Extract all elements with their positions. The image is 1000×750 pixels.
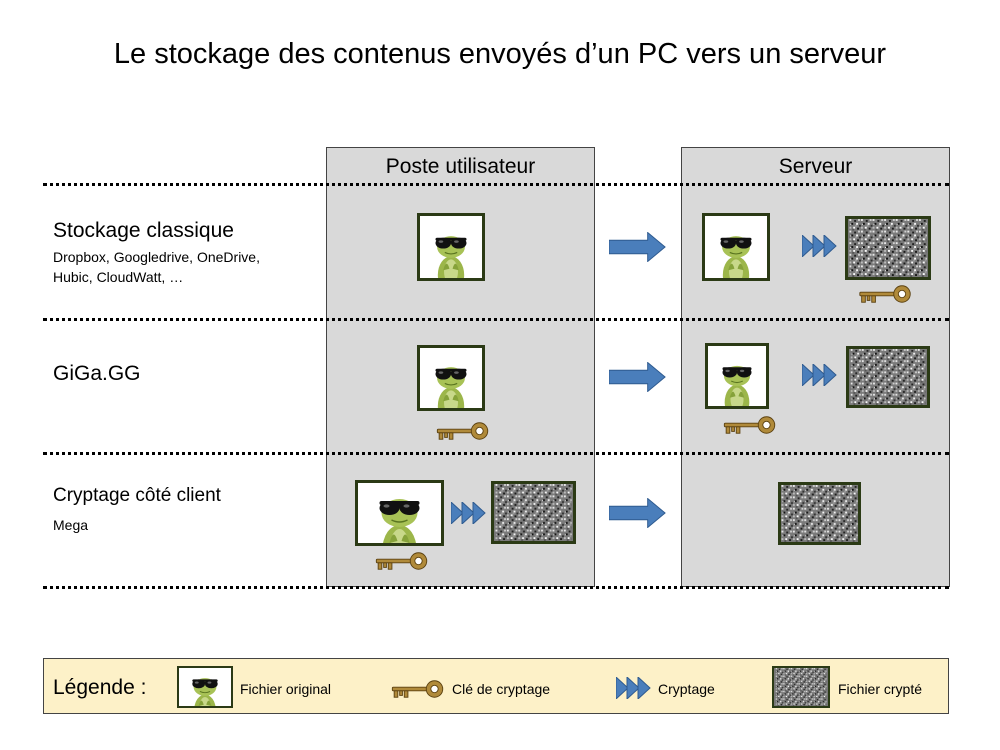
- key-icon: [434, 420, 492, 442]
- row-title-client-side: Cryptage côté client: [53, 485, 221, 506]
- row-subtitle-mega: Mega: [53, 517, 89, 533]
- original-file-icon: [702, 213, 770, 281]
- legend-encryption-label: Cryptage: [658, 681, 715, 697]
- page-title: Le stockage des contenus envoyés d’un PC…: [113, 38, 887, 70]
- row-title-classic: Stockage classique: [53, 219, 234, 242]
- row-subtitle-classic-1: Dropbox, Googledrive, OneDrive,: [53, 249, 260, 265]
- user-column-header: Poste utilisateur: [385, 155, 536, 178]
- encrypted-file-icon: [778, 482, 861, 545]
- server-column-header: Serveur: [778, 155, 853, 178]
- original-file-icon: [705, 343, 769, 409]
- triple-chevron-icon: [451, 502, 487, 524]
- legend-encrypted-file-label: Fichier crypté: [838, 681, 923, 697]
- triple-chevron-icon: [802, 235, 838, 257]
- row-separator: [43, 452, 949, 455]
- legend-key-icon: [389, 678, 447, 700]
- legend-chevron-icon: [616, 677, 652, 699]
- row-separator: [43, 318, 949, 321]
- original-file-icon: [417, 213, 485, 281]
- arrow-right-icon: [609, 498, 667, 528]
- key-icon: [857, 283, 914, 305]
- encrypted-file-icon: [491, 481, 576, 544]
- legend-original-file-label: Fichier original: [240, 681, 332, 697]
- triple-chevron-icon: [802, 364, 838, 386]
- legend-original-file-icon: [177, 666, 233, 708]
- row-separator: [43, 586, 949, 589]
- arrow-right-icon: [609, 362, 667, 392]
- legend-title: Légende :: [53, 676, 147, 699]
- legend-encrypted-file-icon: [772, 666, 830, 708]
- legend-key-label: Clé de cryptage: [452, 681, 551, 697]
- row-subtitle-classic-2: Hubic, CloudWatt, …: [53, 269, 184, 285]
- original-file-icon: [355, 480, 444, 546]
- key-icon: [721, 414, 779, 436]
- row-title-gigagg: GiGa.GG: [53, 362, 141, 385]
- arrow-right-icon: [609, 232, 667, 262]
- row-separator: [43, 183, 949, 186]
- encrypted-file-icon: [846, 346, 930, 408]
- encrypted-file-icon: [845, 216, 931, 280]
- original-file-icon: [417, 345, 485, 411]
- key-icon: [373, 550, 431, 572]
